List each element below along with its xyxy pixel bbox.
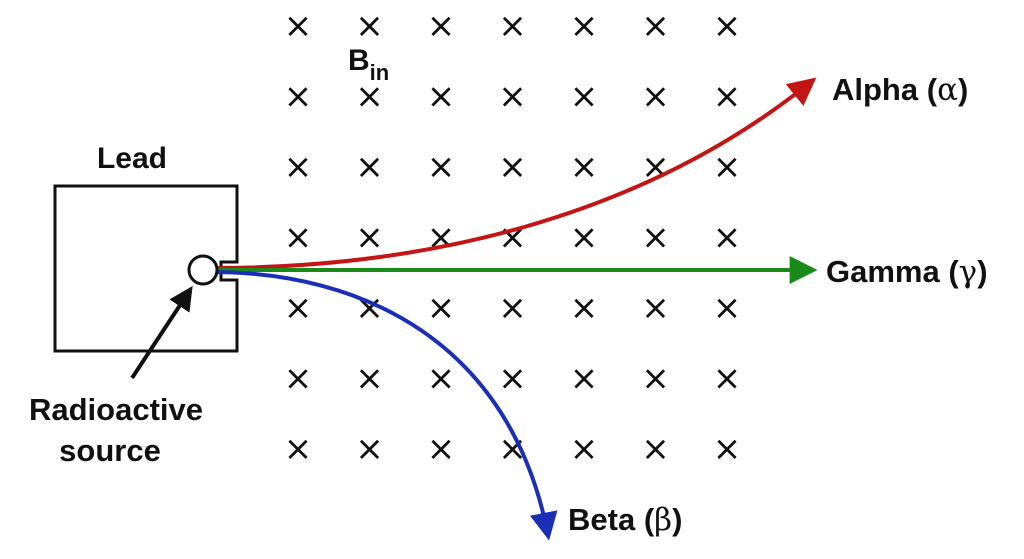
field-cross-marker: × bbox=[570, 77, 599, 117]
field-cross-marker: × bbox=[355, 147, 384, 187]
field-cross-marker: × bbox=[427, 77, 456, 117]
field-cross-marker: × bbox=[355, 6, 384, 46]
field-cross-marker: × bbox=[355, 77, 384, 117]
field-cross-marker: × bbox=[498, 77, 527, 117]
field-cross-marker: × bbox=[713, 77, 742, 117]
field-cross-marker: × bbox=[427, 288, 456, 328]
field-cross-marker: × bbox=[570, 359, 599, 399]
field-cross-marker: × bbox=[284, 288, 313, 328]
field-cross-marker: × bbox=[284, 429, 313, 469]
field-cross-marker: × bbox=[498, 288, 527, 328]
field-label: Bin bbox=[348, 44, 389, 85]
beta-name: Beta bbox=[568, 502, 636, 537]
field-cross-marker: × bbox=[641, 218, 670, 258]
field-cross-marker: × bbox=[498, 147, 527, 187]
field-cross-marker: × bbox=[570, 288, 599, 328]
gamma-name: Gamma bbox=[826, 254, 940, 289]
field-cross-marker: × bbox=[355, 218, 384, 258]
field-cross-marker: × bbox=[641, 359, 670, 399]
field-cross-marker: × bbox=[427, 429, 456, 469]
source-pointer-arrow bbox=[130, 285, 193, 380]
field-cross-marker: × bbox=[427, 359, 456, 399]
lead-label: Lead bbox=[97, 142, 167, 175]
source-label-line1: Radioactive bbox=[29, 392, 203, 427]
field-cross-marker: × bbox=[284, 77, 313, 117]
field-cross-marker: × bbox=[355, 429, 384, 469]
field-cross-marker: × bbox=[570, 218, 599, 258]
alpha-ray bbox=[211, 77, 817, 270]
magnetic-field-crosses: × × × × × × × × × × × × × × × × × × × × × × × × × × × × × × × × × × × × × × × ×… bbox=[284, 6, 742, 469]
gamma-symbol: γ bbox=[959, 254, 978, 290]
beta-label: Beta (β) bbox=[568, 502, 682, 538]
field-cross-marker: × bbox=[570, 429, 599, 469]
field-cross-marker: × bbox=[713, 6, 742, 46]
source-label-line2: source bbox=[59, 433, 161, 468]
alpha-label: Alpha (α) bbox=[832, 72, 968, 108]
field-cross-marker: × bbox=[498, 359, 527, 399]
field-symbol: B bbox=[348, 44, 370, 77]
field-cross-marker: × bbox=[427, 147, 456, 187]
alpha-name: Alpha bbox=[832, 72, 919, 107]
field-cross-marker: × bbox=[355, 359, 384, 399]
field-cross-marker: × bbox=[641, 6, 670, 46]
radioactive-source bbox=[187, 254, 219, 286]
field-cross-marker: × bbox=[641, 429, 670, 469]
alpha-symbol: α bbox=[937, 72, 958, 108]
field-cross-marker: × bbox=[570, 6, 599, 46]
field-subscript: in bbox=[370, 60, 390, 85]
field-cross-marker: × bbox=[284, 218, 313, 258]
field-cross-marker: × bbox=[498, 6, 527, 46]
field-cross-marker: × bbox=[713, 359, 742, 399]
beta-symbol: β bbox=[654, 502, 672, 538]
gamma-label: Gamma (γ) bbox=[826, 254, 988, 290]
beta-ray bbox=[211, 270, 558, 541]
field-cross-marker: × bbox=[570, 147, 599, 187]
field-cross-marker: × bbox=[641, 77, 670, 117]
field-cross-marker: × bbox=[713, 288, 742, 328]
field-cross-marker: × bbox=[498, 218, 527, 258]
field-cross-marker: × bbox=[713, 147, 742, 187]
field-cross-marker: × bbox=[284, 6, 313, 46]
field-cross-marker: × bbox=[284, 359, 313, 399]
field-cross-marker: × bbox=[713, 218, 742, 258]
field-cross-marker: × bbox=[284, 147, 313, 187]
field-cross-marker: × bbox=[427, 6, 456, 46]
field-cross-marker: × bbox=[713, 429, 742, 469]
field-cross-marker: × bbox=[641, 288, 670, 328]
field-cross-marker: × bbox=[427, 218, 456, 258]
